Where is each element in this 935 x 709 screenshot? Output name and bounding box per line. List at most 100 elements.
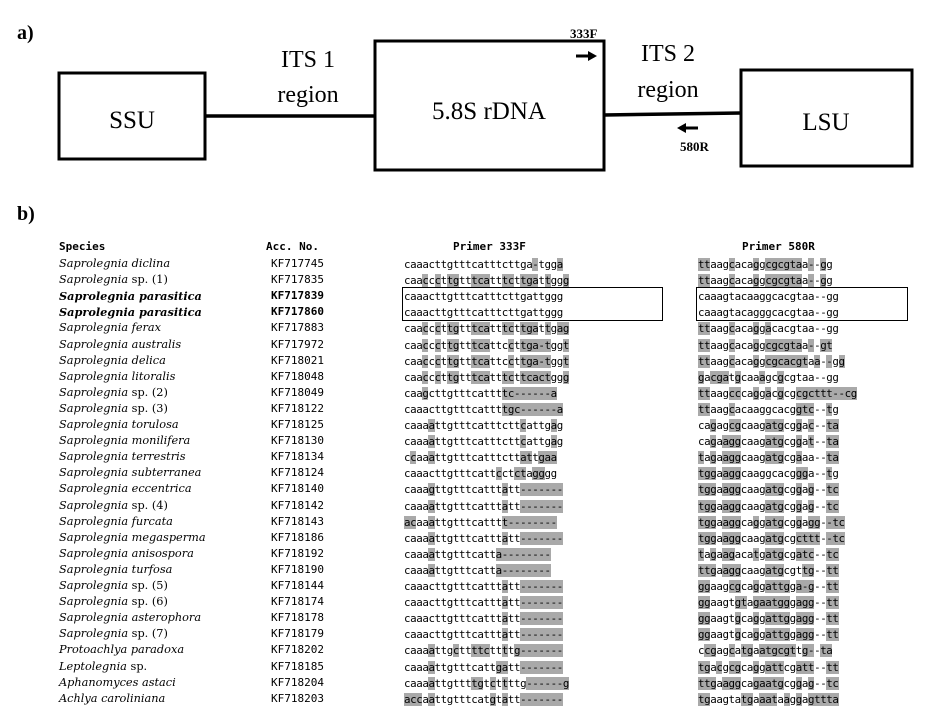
primer-333f-sequence: caagcttgtttcattttc------a	[404, 386, 557, 400]
species-name: Saprolegnia parasitica	[59, 288, 202, 304]
its2-label: ITS 2	[641, 41, 695, 67]
primer-580r-sequence: ttaagcacaggcgcgtaa--gg	[698, 274, 833, 288]
accession-number: KF717860	[271, 305, 324, 319]
genus-name: Saprolegnia	[59, 514, 132, 528]
rdna-box	[373, 39, 606, 172]
lsu-box	[739, 68, 914, 168]
epithet-name: paradoxa	[130, 643, 185, 657]
primer-333f-sequence: caacccttgtttcatttcttcactggg	[404, 370, 569, 384]
genus-name: Saprolegnia	[59, 401, 132, 415]
accession-number: KF718190	[271, 562, 324, 576]
accession-number: KF718124	[271, 466, 324, 480]
primer-580r-sequence: caaagtacagggcacgtaa--gg	[698, 306, 839, 320]
primer-333f-sequence: caaacttgtttcatttatt-------	[404, 628, 563, 642]
genus-name: Saprolegnia	[59, 562, 132, 576]
species-name: Leptolegnia sp.	[59, 659, 147, 675]
epithet-name: australis	[131, 337, 182, 351]
epithet-name: litoralis	[131, 369, 176, 383]
species-name: Saprolegnia subterranea	[59, 465, 201, 481]
primer-333f-sequence: caaaattgtttcattgatt-------	[404, 660, 563, 674]
primer-333f-match-frame	[402, 287, 663, 321]
forward-arrow-icon	[576, 51, 597, 61]
genus-name: Saprolegnia	[59, 627, 132, 641]
primer-580r-header: Primer 580R	[742, 240, 815, 253]
primer-580r-sequence: ttaagcacaggcgcgtaa--gt	[698, 338, 833, 352]
epithet-name: torulosa	[131, 418, 179, 431]
species-name: Saprolegnia torulosa	[59, 417, 179, 433]
accession-number: KF718186	[271, 530, 324, 544]
primer-580r-sequence: tggaaggcaggatgcggagg--tc	[698, 515, 845, 529]
species-name: Saprolegnia anisospora	[59, 546, 194, 562]
epithet-name: ferax	[131, 321, 162, 335]
primer-333f-sequence: caacccttgtttcatttcttgattggg	[404, 274, 569, 288]
epithet-name: sp. (6)	[131, 595, 168, 609]
accession-number: KF718192	[271, 546, 324, 560]
rdna-label: 5.8S rDNA	[432, 98, 546, 125]
primer-580r-sequence: ggaagtgtagaatgggagg--tt	[698, 596, 839, 610]
lsu-label: LSU	[802, 109, 849, 136]
epithet-name: terrestris	[131, 450, 186, 464]
species-name: Saprolegnia sp. (5)	[59, 578, 168, 594]
accession-number: KF718202	[271, 643, 324, 657]
accession-number: KF718134	[271, 450, 324, 464]
primer-580r-sequence: ggaagtgcaggattggagg--tt	[698, 612, 839, 626]
accession-number: KF718203	[271, 691, 324, 705]
its-region-diagram: SSU 5.8S rDNA LSU ITS 1 region ITS 2 reg…	[57, 26, 914, 172]
table-row: Saprolegnia litoralis KF718048 caacccttgtt…	[59, 369, 919, 385]
primer-580r-label: 580R	[680, 139, 710, 154]
epithet-name: sp. (5)	[131, 579, 168, 592]
epithet-name: diclina	[131, 257, 171, 270]
species-name: Saprolegnia diclina	[59, 256, 170, 272]
primer-580r-sequence: cagagcgcaagatgcggac--ta	[698, 419, 839, 432]
genus-name: Saprolegnia	[59, 321, 132, 335]
accession-number: KF718179	[271, 627, 324, 641]
genus-name: Saprolegnia	[59, 466, 132, 480]
primer-333f-sequence: caaacttgtttcatttatt-------	[404, 580, 563, 593]
genus-name: Achlya	[59, 691, 102, 705]
genus-name: Saprolegnia	[59, 337, 132, 351]
primer-580r-sequence: ttaagcacaaggcacggtc--tg	[698, 402, 839, 416]
accession-number: KF718021	[271, 353, 324, 367]
panel-b-label: b)	[17, 203, 35, 225]
primer-333f-sequence: caaacttgtttcattttgc------a	[404, 402, 563, 416]
primer-580r-sequence: tgacgcgcaggattcgatt--tt	[698, 660, 839, 674]
epithet-name: anisospora	[131, 546, 194, 560]
accession-number: KF718122	[271, 401, 324, 415]
genus-name: Protoachlya	[59, 643, 131, 657]
primer-333f-label: 333F	[570, 26, 598, 41]
primer-580r-sequence: ttaagcacaggacacgtaa--gg	[698, 322, 839, 336]
primer-580r-sequence: tggaaggcaaggcacggga--tg	[698, 467, 839, 481]
primer-580r-sequence: tggaaggcaagatgcggag--tc	[698, 483, 839, 497]
epithet-name: furcata	[131, 514, 173, 528]
primer-333f-header: Primer 333F	[453, 240, 526, 253]
accession-number: KF718178	[271, 611, 324, 625]
primer-580r-sequence: tggaaggcaagatgcgcttt--tc	[698, 531, 845, 545]
accession-number: KF718048	[271, 369, 324, 383]
ssu-box	[57, 71, 207, 161]
species-name: Saprolegnia sp. (6)	[59, 594, 168, 610]
genus-name: Saprolegnia	[59, 369, 132, 383]
epithet-name: parasitica	[139, 289, 202, 304]
its2-connector	[603, 111, 742, 117]
genus-name: Saprolegnia	[59, 450, 132, 464]
species-name: Saprolegnia monilifera	[59, 433, 190, 449]
species-name: Saprolegnia asterophora	[59, 610, 201, 626]
primer-580r-sequence: tagaaggcaagatgcgaaa--ta	[698, 451, 839, 465]
accession-number: KF717972	[271, 337, 324, 351]
accession-number: KF718143	[271, 514, 324, 528]
epithet-name: eccentrica	[131, 482, 192, 496]
accession-number: KF717835	[271, 273, 324, 287]
